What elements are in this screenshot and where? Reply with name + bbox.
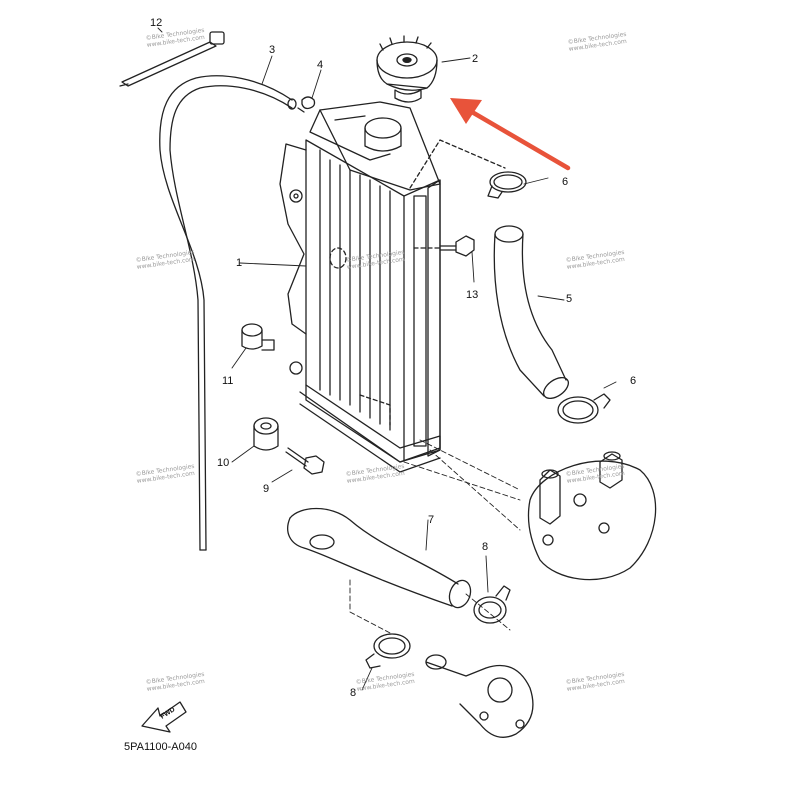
- part-7-lower-hose: [287, 507, 472, 609]
- part-3-overflow-hose: [159, 75, 297, 551]
- watermarks: ©Bike Technologies www.bike-tech.com ©Bi…: [135, 27, 627, 693]
- part-13-bolt: [413, 235, 475, 257]
- part-6-clamp-upper: [487, 171, 527, 199]
- callout-2: 2: [472, 53, 478, 65]
- part-12-clip: [119, 31, 225, 87]
- callout-11: 11: [222, 375, 233, 387]
- fwd-arrow-icon: FWD: [141, 701, 187, 733]
- callout-6-lower: 6: [630, 375, 636, 387]
- part-1-radiator: [279, 101, 506, 473]
- part-5-upper-hose: [493, 225, 570, 400]
- callout-6-upper: 6: [562, 176, 568, 188]
- callout-8-lower: 8: [350, 687, 356, 699]
- callout-1: 1: [236, 257, 242, 269]
- part-10-damper: [253, 417, 279, 451]
- part-9-bolt: [285, 447, 325, 475]
- part-2-radiator-cap: [376, 35, 438, 103]
- callout-3: 3: [269, 44, 275, 56]
- callout-7: 7: [428, 514, 434, 526]
- callout-13: 13: [466, 289, 478, 301]
- callout-10: 10: [217, 457, 229, 469]
- leader-lines: [157, 27, 617, 691]
- pump-elbow-fitting: [425, 654, 534, 738]
- highlight-arrow: [450, 98, 571, 171]
- part-6-clamp-lower: [557, 393, 611, 424]
- callout-9: 9: [263, 483, 269, 495]
- part-4-clip: [297, 96, 316, 113]
- callout-4: 4: [317, 59, 323, 71]
- callout-12: 12: [150, 17, 162, 29]
- callout-8-right: 8: [482, 541, 488, 553]
- callout-5: 5: [566, 293, 572, 305]
- diagram-code: 5PA1100-A040: [124, 741, 197, 753]
- water-pump-housing: [527, 451, 657, 581]
- part-11-grommet: [241, 323, 275, 351]
- part-8-clamp-right: [473, 585, 511, 624]
- callout-numbers: 12 3 4 2 1 6 13 5 6 11 10 9 7 8 8: [150, 17, 636, 699]
- part-8-clamp-lower: [365, 633, 411, 669]
